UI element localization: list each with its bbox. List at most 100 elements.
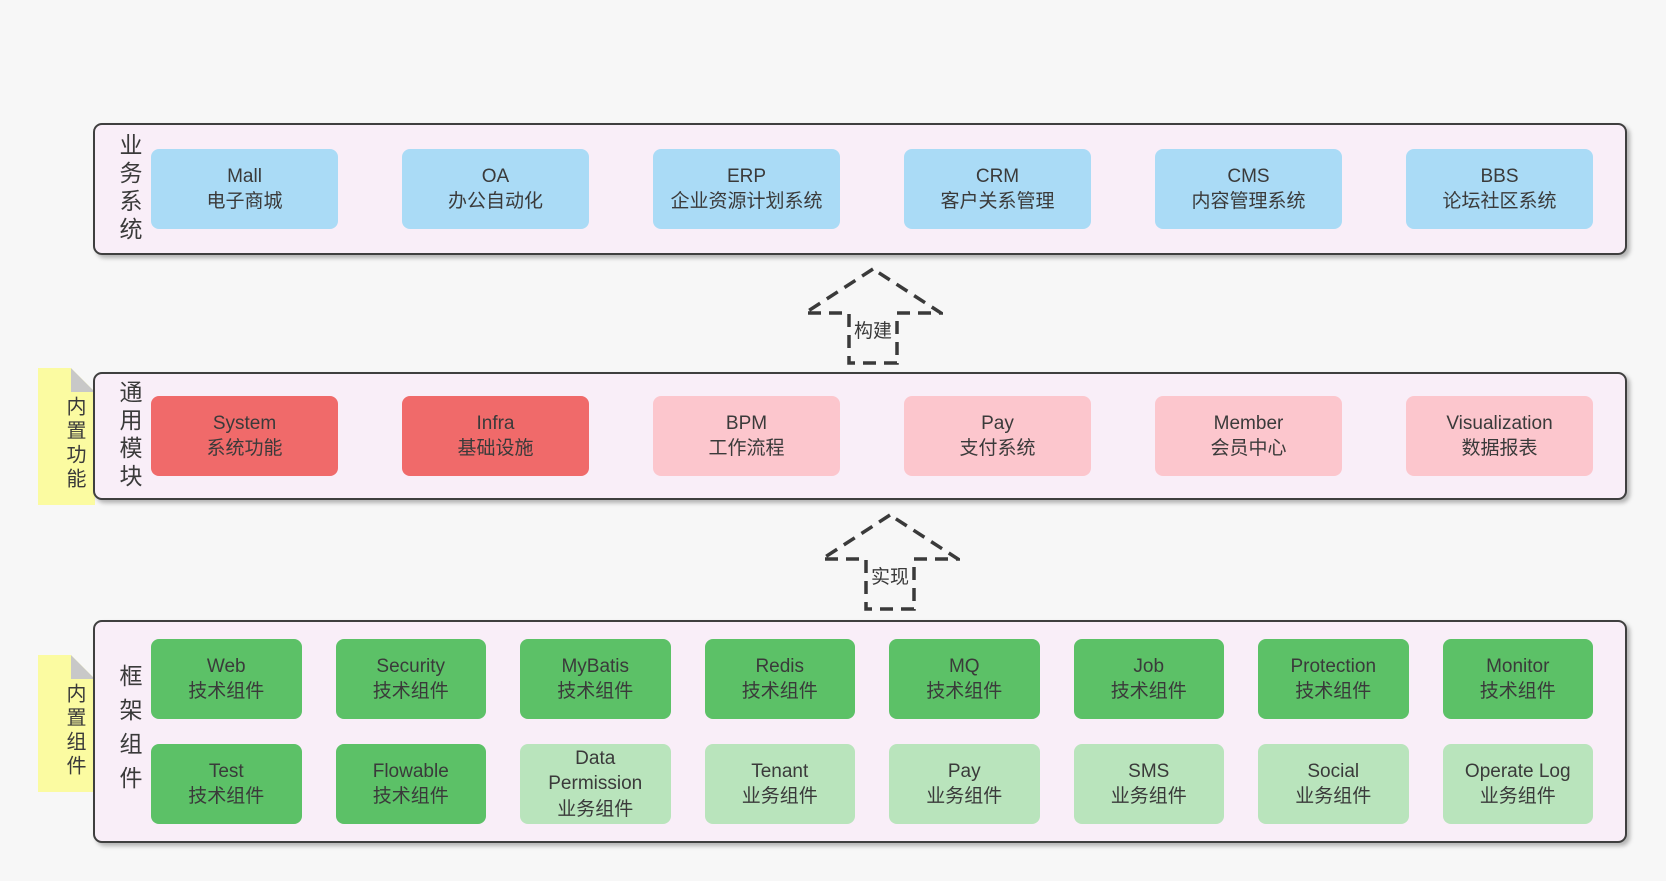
- node-subtitle: 技术组件: [1479, 681, 1556, 702]
- node-title: BBS: [1480, 165, 1519, 187]
- node-member: Member 会员中心: [1155, 396, 1342, 476]
- node-subtitle: 支付系统: [959, 438, 1036, 459]
- node-job: Job 技术组件: [1073, 639, 1224, 719]
- node-subtitle: 基础设施: [457, 438, 534, 459]
- node-mq: MQ 技术组件: [889, 639, 1040, 719]
- band-label: 业务系统: [116, 133, 142, 245]
- band-label-column: 通用模块: [107, 380, 151, 492]
- node-test: Test 技术组件: [151, 744, 302, 824]
- node-title: MyBatis: [561, 655, 630, 677]
- node-subtitle: 系统功能: [206, 438, 283, 459]
- node-infra: Infra 基础设施: [402, 396, 589, 476]
- node-subtitle: 客户关系管理: [940, 191, 1055, 212]
- node-subtitle: 电子商城: [206, 191, 283, 212]
- node-operate-log: Operate Log 业务组件: [1442, 744, 1593, 824]
- up-arrow-icon: [803, 266, 943, 365]
- node-visualization: Visualization 数据报表: [1406, 396, 1593, 476]
- node-title: Redis: [755, 655, 805, 677]
- node-subtitle: 业务组件: [1479, 786, 1556, 807]
- node-subtitle: 数据报表: [1461, 438, 1538, 459]
- node-web: Web 技术组件: [151, 639, 302, 719]
- node-title: SMS: [1128, 760, 1170, 782]
- implement-arrow: 实现: [820, 512, 960, 612]
- node-title: Mall: [227, 165, 262, 187]
- node-subtitle: 会员中心: [1210, 438, 1287, 459]
- node-subtitle: 工作流程: [708, 438, 785, 459]
- node-subtitle: 业务组件: [926, 786, 1003, 807]
- node-title: Data Permission: [548, 748, 643, 795]
- band-boxes: Mall 电子商城 OA 办公自动化 ERP 企业资源计划系统 CRM 客户关系…: [151, 149, 1593, 229]
- node-subtitle: 业务组件: [557, 798, 634, 820]
- node-title: MQ: [948, 655, 980, 677]
- node-bpm: BPM 工作流程: [653, 396, 840, 476]
- node-title: OA: [481, 165, 510, 187]
- node-subtitle: 业务组件: [1110, 786, 1187, 807]
- node-subtitle: 技术组件: [372, 681, 449, 702]
- node-title: Member: [1213, 412, 1284, 434]
- node-title: Infra: [476, 412, 515, 434]
- node-subtitle: 技术组件: [557, 681, 634, 702]
- node-subtitle: 技术组件: [188, 681, 265, 702]
- node-title: Protection: [1290, 655, 1377, 677]
- band-boxes: System 系统功能 Infra 基础设施 BPM 工作流程 Pay 支付系统…: [151, 396, 1593, 476]
- node-crm: CRM 客户关系管理: [904, 149, 1091, 229]
- node-protection: Protection 技术组件: [1258, 639, 1409, 719]
- node-title: BPM: [725, 412, 768, 434]
- node-data-permission: Data Permission 业务组件: [520, 744, 671, 824]
- node-bbs: BBS 论坛社区系统: [1406, 149, 1593, 229]
- node-subtitle: 技术组件: [372, 786, 449, 807]
- build-arrow: 构建: [803, 266, 943, 366]
- node-tenant: Tenant 业务组件: [704, 744, 855, 824]
- node-subtitle: 办公自动化: [447, 191, 543, 212]
- node-title: System: [212, 412, 277, 434]
- node-subtitle: 技术组件: [741, 681, 818, 702]
- node-subtitle: 技术组件: [1110, 681, 1187, 702]
- node-title: CMS: [1227, 165, 1270, 187]
- node-title: ERP: [726, 165, 767, 187]
- node-title: Pay: [981, 412, 1014, 434]
- node-title: Visualization: [1446, 412, 1553, 434]
- node-title: Pay: [947, 760, 981, 782]
- builtin-components-tag: 内置组件: [38, 655, 95, 792]
- up-arrow-icon: [820, 512, 960, 611]
- node-subtitle: 内容管理系统: [1191, 191, 1306, 212]
- business-systems-band: 业务系统 Mall 电子商城 OA 办公自动化 ERP 企业资源计划系统 CRM…: [93, 123, 1627, 255]
- node-mall: Mall 电子商城: [151, 149, 338, 229]
- node-pay-component: Pay 业务组件: [889, 744, 1040, 824]
- band-label-column: 框架组件: [107, 664, 151, 800]
- node-cms: CMS 内容管理系统: [1155, 149, 1342, 229]
- node-monitor: Monitor 技术组件: [1442, 639, 1593, 719]
- band-boxes-row2: Test 技术组件 Flowable 技术组件 Data Permission …: [151, 744, 1593, 824]
- node-title: Tenant: [751, 760, 809, 782]
- band-label: 通用模块: [116, 380, 142, 492]
- node-title: Web: [206, 655, 246, 677]
- node-flowable: Flowable 技术组件: [335, 744, 486, 824]
- framework-components-band: 框架组件 Web 技术组件 Security 技术组件 MyBatis 技术组件…: [93, 620, 1627, 843]
- node-security: Security 技术组件: [335, 639, 486, 719]
- node-title: Job: [1133, 655, 1165, 677]
- node-sms: SMS 业务组件: [1073, 744, 1224, 824]
- node-erp: ERP 企业资源计划系统: [653, 149, 840, 229]
- node-redis: Redis 技术组件: [704, 639, 855, 719]
- node-subtitle: 业务组件: [741, 786, 818, 807]
- node-system: System 系统功能: [151, 396, 338, 476]
- common-modules-band: 通用模块 System 系统功能 Infra 基础设施 BPM 工作流程 Pay…: [93, 372, 1627, 500]
- builtin-features-tag: 内置功能: [38, 368, 95, 505]
- node-subtitle: 技术组件: [926, 681, 1003, 702]
- node-social: Social 业务组件: [1258, 744, 1409, 824]
- band-boxes-row1: Web 技术组件 Security 技术组件 MyBatis 技术组件 Redi…: [151, 639, 1593, 719]
- node-subtitle: 企业资源计划系统: [670, 191, 823, 212]
- band-label-column: 业务系统: [107, 133, 151, 245]
- node-subtitle: 业务组件: [1295, 786, 1372, 807]
- node-title: Operate Log: [1464, 760, 1571, 782]
- node-title: Test: [208, 760, 244, 782]
- node-subtitle: 论坛社区系统: [1442, 191, 1557, 212]
- node-subtitle: 技术组件: [188, 786, 265, 807]
- arrow-label: 实现: [867, 562, 913, 589]
- arrow-label: 构建: [850, 316, 896, 343]
- node-oa: OA 办公自动化: [402, 149, 589, 229]
- node-mybatis: MyBatis 技术组件: [520, 639, 671, 719]
- node-title: Security: [376, 655, 446, 677]
- node-title: CRM: [975, 165, 1020, 187]
